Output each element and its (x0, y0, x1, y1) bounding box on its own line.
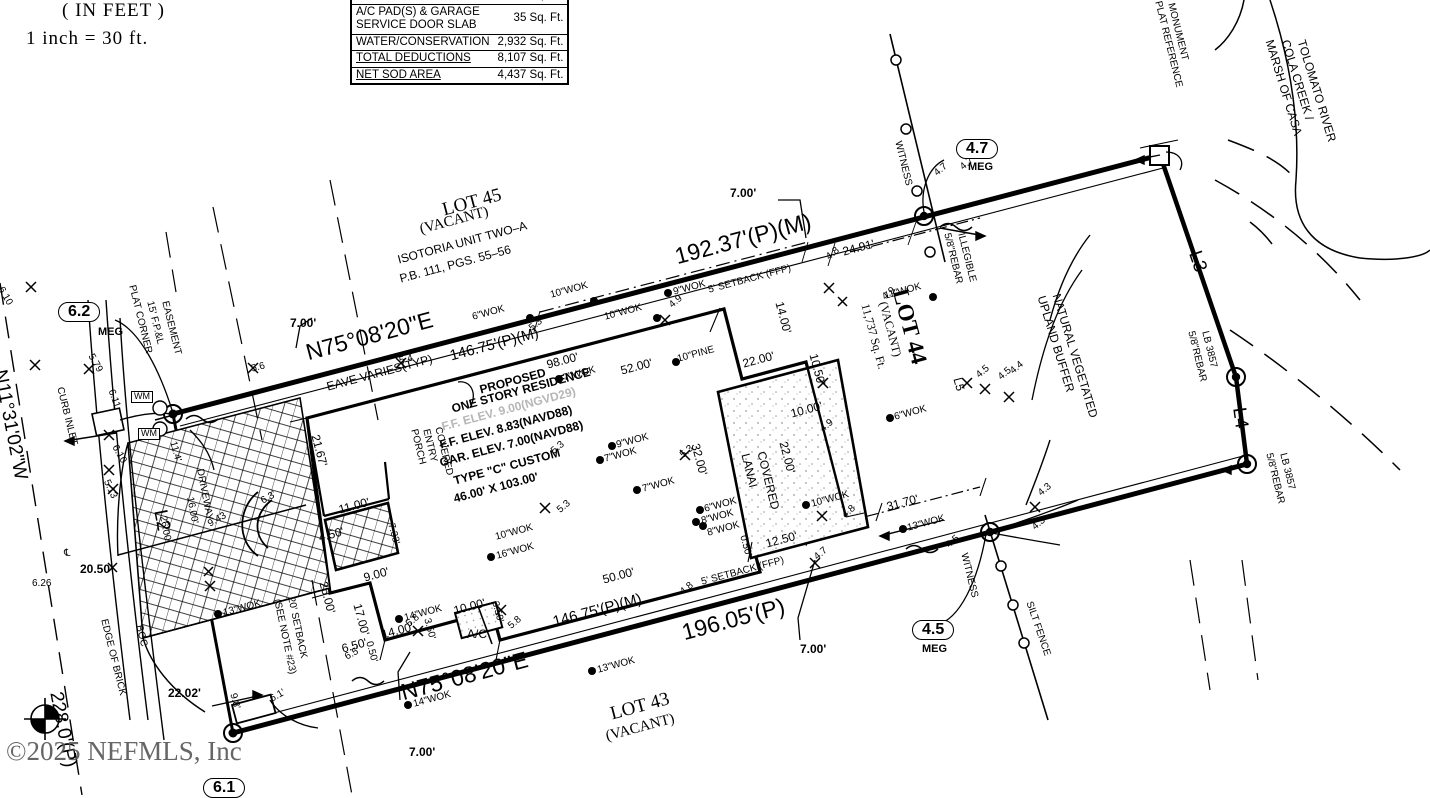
tie-lines (165, 179, 1259, 795)
water-conservation-value: 2,932 Sq. Ft. (493, 33, 569, 51)
covered-lanai (716, 358, 870, 560)
meg-callout-6-1[interactable]: 6.1 (203, 778, 246, 798)
water-meter-label-2: WM (138, 428, 160, 440)
ac-pad-label-line2: SERVICE DOOR SLAB (356, 19, 477, 32)
dimension-ticks (289, 139, 1179, 661)
monument-rebar-l3 (1226, 367, 1246, 387)
dim-20-50: 20.50' (80, 562, 113, 576)
meg-callout-4-5[interactable]: 4.5 (912, 620, 955, 640)
ac-pad-label: A/C PAD(S) & GARAGE SERVICE DOOR SLAB (351, 3, 494, 35)
north-arrow-symbol (24, 698, 66, 740)
water-conservation-label: WATER/CONSERVATION (351, 33, 494, 51)
nefmls-watermark: ©2025 NEFMLS, Inc (6, 736, 242, 766)
centerline-symbol: ℄ (64, 548, 71, 559)
tree-symbols (214, 289, 937, 709)
meg-callout-6-2[interactable]: 6.2 (58, 302, 101, 322)
marsh-lines (1214, 0, 1430, 471)
dim-7-bottom-right: 7.00' (800, 642, 827, 656)
water-meter-label-1: WM (131, 391, 153, 403)
sidewalk-area-value: 0 Sq. Ft. (494, 0, 569, 4)
meg-callout-4-5-sub: MEG (922, 643, 948, 655)
silt-fence-markers (995, 560, 1030, 649)
spot-6-26: 6.26 (32, 578, 52, 589)
net-sod-area-label: NET SOD AREA (351, 66, 494, 85)
table-row: TOTAL DEDUCTIONS 8,107 Sq. Ft. (351, 50, 569, 68)
ac-pad (453, 600, 504, 645)
scale-in-feet: ( IN FEET ) (62, 0, 165, 21)
spot-elevation-ticks (25, 281, 1041, 637)
dim-7-left: 7.00' (290, 316, 317, 330)
monument-rebar-top (914, 206, 934, 226)
total-deductions-label: TOTAL DEDUCTIONS (351, 50, 494, 68)
flow-arrows (63, 154, 1248, 707)
monument-rebar-bottom (980, 522, 1000, 542)
table-row: NET SOD AREA 4,437 Sq. Ft. (351, 66, 569, 85)
monument-southwest-corner (223, 723, 243, 743)
sidewalk-area-label: SIDEWALK AREA (351, 0, 494, 4)
ac-pad-label-line1: A/C PAD(S) & GARAGE (356, 5, 480, 18)
meg-callout-4-7[interactable]: 4.7 (956, 139, 999, 159)
total-deductions-value: 8,107 Sq. Ft. (493, 50, 569, 68)
dim-7-bottom-left: 7.00' (409, 745, 436, 759)
table-row: WATER/CONSERVATION 2,932 Sq. Ft. (351, 33, 569, 51)
road-centerline (0, 282, 83, 795)
ac-pad-label-plan: A/C (467, 627, 488, 641)
curb-taper (116, 412, 206, 713)
table-row: SIDEWALK AREA 0 Sq. Ft. (351, 0, 568, 4)
squiggle-symbols (185, 222, 973, 686)
walkway (241, 491, 273, 557)
meg-callout-4-7-sub: MEG (968, 161, 994, 173)
upland-buffer-curve (1025, 234, 1091, 506)
net-sod-area-value: 4,437 Sq. Ft. (493, 66, 569, 85)
witness-markers-top (890, 54, 936, 258)
table-row: A/C PAD(S) & GARAGE SERVICE DOOR SLAB 35… (351, 3, 569, 35)
area-deduction-table: SIDEWALK AREA 0 Sq. Ft. A/C PAD(S) & GAR… (350, 0, 570, 86)
curb-inlet (91, 407, 125, 437)
meg-callout-6-2-sub: MEG (98, 326, 124, 338)
dim-7-top: 7.00' (730, 186, 757, 200)
road-edges (87, 299, 165, 741)
silt-fence-line (984, 514, 1049, 721)
scale-ratio: 1 inch = 30 ft. (26, 28, 149, 49)
house-inner-lines (305, 417, 391, 518)
covered-entry-porch (323, 501, 400, 572)
driveway-walk (117, 379, 331, 639)
witness-line-top (889, 33, 946, 263)
leader-lines (114, 151, 1183, 729)
lanai-notch (804, 361, 848, 518)
ac-pad-value: 35 Sq. Ft. (493, 3, 569, 35)
line-label-l4: L4 (1228, 406, 1252, 430)
dim-22-02: 22.02' (168, 686, 201, 700)
